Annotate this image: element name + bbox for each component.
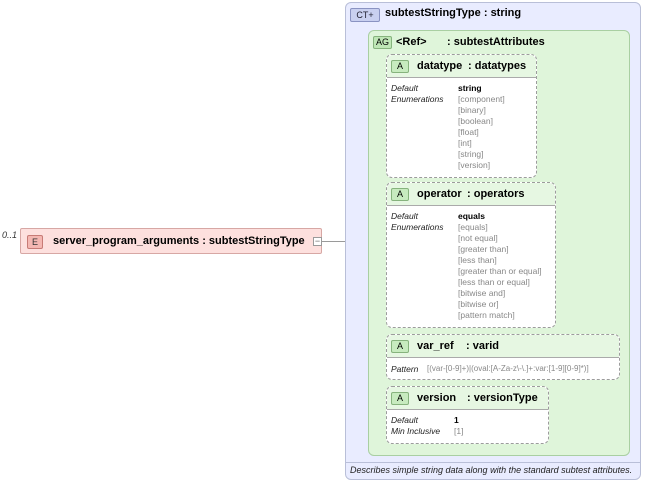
enum-item: [string]	[458, 149, 484, 159]
pattern-label: Pattern	[391, 364, 419, 374]
attribute-name: version	[417, 392, 457, 404]
complex-type-name: subtestStringType : string	[385, 7, 522, 19]
element-badge-icon: E	[27, 235, 43, 249]
enum-item: [component]	[458, 94, 505, 104]
enum-item: [pattern match]	[458, 310, 515, 320]
attribute-badge-icon: A	[391, 340, 409, 353]
enum-item: [equals]	[458, 222, 488, 232]
enum-item: [bitwise or]	[458, 299, 499, 309]
enum-item: [bitwise and]	[458, 288, 506, 298]
enum-item: [boolean]	[458, 116, 493, 126]
default-value: equals	[458, 211, 485, 221]
min-inclusive-label: Min Inclusive	[391, 426, 441, 436]
attribute-badge-icon: A	[391, 392, 409, 405]
attribute-group-name: : subtestAttributes	[447, 36, 545, 48]
element-box[interactable]: E server_program_arguments : subtestStri…	[20, 228, 322, 254]
pattern-value: [(var-[0-9]+)|(oval:[A-Za-z\-\.]+:var:[1…	[427, 364, 589, 373]
enum-item: [version]	[458, 160, 491, 170]
attribute-name: operator	[417, 188, 462, 200]
default-label: Default	[391, 211, 418, 221]
min-inclusive-value: [1]	[454, 426, 464, 436]
enum-item: [greater than or equal]	[458, 266, 542, 276]
attribute-name: var_ref	[417, 340, 454, 352]
default-value: 1	[454, 415, 459, 425]
element-name: server_program_arguments : subtestString…	[53, 235, 305, 247]
attribute-var-ref[interactable]: A var_ref : varid Pattern [(var-[0-9]+)|…	[386, 334, 620, 380]
default-label: Default	[391, 415, 418, 425]
default-label: Default	[391, 83, 418, 93]
complex-type-badge-icon: CT+	[350, 8, 380, 22]
enumerations-label: Enumerations	[391, 222, 444, 232]
attribute-group-badge-icon: AG	[373, 36, 392, 49]
enum-item: [binary]	[458, 105, 486, 115]
enum-item: [less than or equal]	[458, 277, 530, 287]
complex-type-box: CT+ subtestStringType : string AG <Ref> …	[345, 2, 641, 480]
enum-item: [int]	[458, 138, 472, 148]
attribute-type: : operators	[467, 188, 525, 200]
attribute-operator[interactable]: A operator : operators Default equals En…	[386, 182, 556, 328]
enum-item: [float]	[458, 127, 479, 137]
complex-type-description: Describes simple string data along with …	[350, 465, 633, 475]
enum-item: [greater than]	[458, 244, 509, 254]
description-divider	[346, 462, 640, 463]
enumerations-label: Enumerations	[391, 94, 444, 104]
attribute-type: : versionType	[467, 392, 538, 404]
attribute-version[interactable]: A version : versionType Default 1 Min In…	[386, 386, 549, 444]
attribute-badge-icon: A	[391, 60, 409, 73]
attribute-group-box: AG <Ref> : subtestAttributes A datatype …	[368, 30, 630, 456]
collapse-icon[interactable]: −	[313, 236, 322, 246]
attribute-type: : datatypes	[468, 60, 527, 72]
attribute-type: : varid	[466, 340, 500, 352]
attribute-name: datatype	[417, 60, 463, 72]
attribute-group-ref: <Ref>	[396, 36, 427, 48]
attribute-badge-icon: A	[391, 188, 409, 201]
occurrence-label: 0..1	[2, 230, 18, 240]
enum-item: [less than]	[458, 255, 497, 265]
default-value: string	[458, 83, 482, 93]
enum-item: [not equal]	[458, 233, 498, 243]
attribute-datatype[interactable]: A datatype : datatypes Default string En…	[386, 54, 537, 178]
